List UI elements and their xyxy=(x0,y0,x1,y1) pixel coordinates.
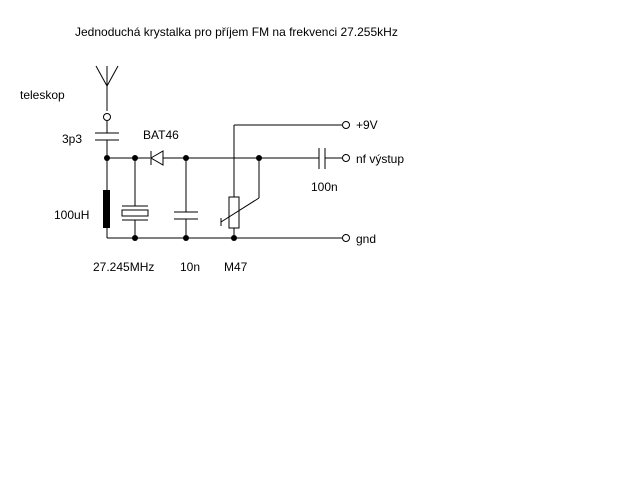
junction-dot xyxy=(183,155,189,161)
ground-terminal xyxy=(342,234,350,242)
supply-label: +9V xyxy=(356,118,378,132)
coupling-capacitor-label: 3p3 xyxy=(62,132,82,146)
output-capacitor-label: 100n xyxy=(311,180,338,194)
audio-out-label: nf výstup xyxy=(356,152,404,166)
junction-dot xyxy=(231,235,237,241)
ground-label: gnd xyxy=(356,232,376,246)
junction-dot xyxy=(256,155,262,161)
diode-symbol xyxy=(150,150,164,166)
antenna-symbol xyxy=(95,65,119,111)
tuning-capacitor-label: 10n xyxy=(180,260,200,274)
junction-dot xyxy=(104,155,110,161)
audio-out-terminal xyxy=(342,154,350,162)
antenna-terminal xyxy=(103,113,111,121)
crystal-symbol xyxy=(121,158,149,238)
output-capacitor xyxy=(318,148,342,169)
inductor-label: 100uH xyxy=(54,208,89,222)
tuning-capacitor xyxy=(174,158,198,238)
coupling-capacitor xyxy=(95,121,119,158)
supply-terminal xyxy=(342,121,350,129)
supply-wire xyxy=(233,124,342,197)
junction-dot xyxy=(132,235,138,241)
diagram-title: Jednoduchá krystalka pro příjem FM na fr… xyxy=(75,25,398,39)
junction-dot xyxy=(183,235,189,241)
junction-dot xyxy=(132,155,138,161)
inductor-symbol xyxy=(103,158,110,228)
potentiometer-symbol xyxy=(220,158,260,238)
antenna-label: teleskop xyxy=(20,88,65,102)
potentiometer-label: M47 xyxy=(224,260,248,274)
crystal-label: 27.245MHz xyxy=(93,260,154,274)
diode-label: BAT46 xyxy=(143,128,179,142)
